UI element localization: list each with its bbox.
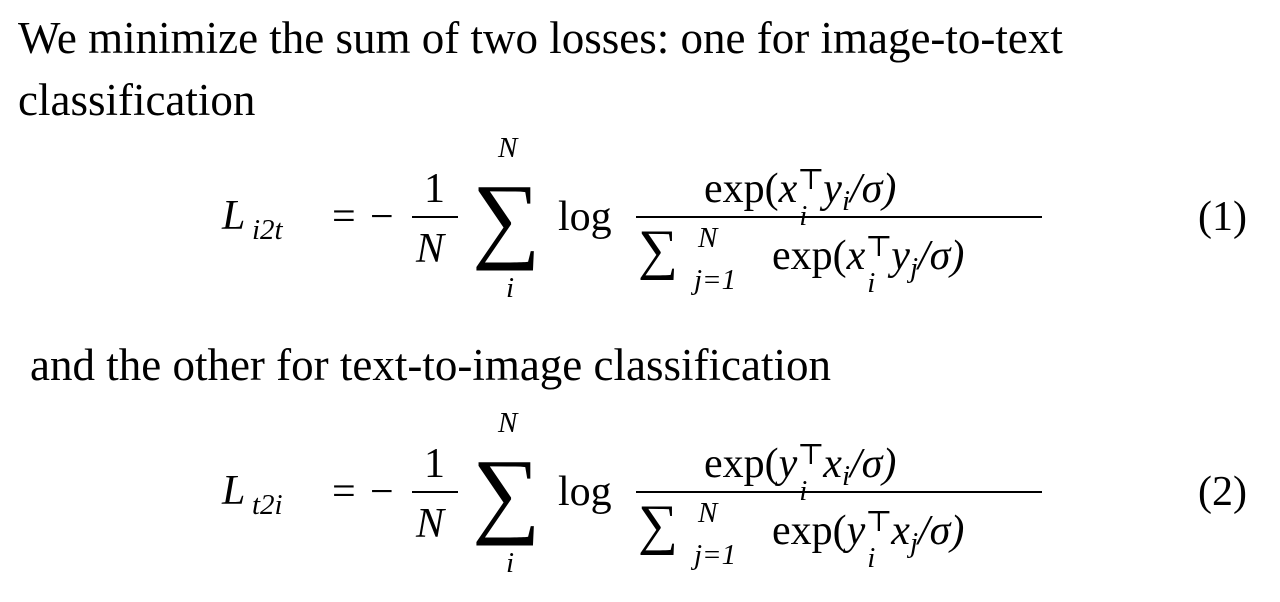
var-b: x	[891, 508, 910, 554]
exp-close: /σ)	[918, 508, 965, 554]
sum-lower-index: i	[506, 272, 515, 304]
lhs-subscript: t2i	[252, 489, 283, 521]
var-a: x	[846, 233, 866, 279]
equation-number: (1)	[1198, 194, 1247, 240]
transpose-sup: ⊤	[797, 439, 825, 471]
paragraph-line-1: We minimize the sum of two losses: one f…	[18, 13, 1063, 63]
denominator-sum-upper: N	[698, 222, 718, 254]
paragraph-line-3: and the other for text-to-image classifi…	[30, 340, 831, 390]
minus-sign: −	[370, 194, 394, 240]
denominator-sum-symbol: ∑	[638, 219, 678, 281]
main-fraction-bar	[636, 216, 1042, 218]
denominator-sum-upper: N	[698, 497, 718, 529]
log-operator: log	[558, 194, 612, 240]
sub-b: i	[841, 460, 851, 492]
summation-symbol: ∑	[472, 164, 541, 271]
main-fraction-bar	[636, 491, 1042, 493]
sum-upper-limit: N	[498, 407, 518, 439]
exp-close: /σ)	[850, 166, 897, 212]
sum-lower-index: i	[506, 547, 515, 579]
fraction-numerator: 1	[424, 166, 445, 212]
exp-open: exp(	[772, 508, 847, 554]
var-b: x	[823, 441, 842, 487]
var-a: x	[778, 166, 798, 212]
var-b: y	[823, 166, 842, 212]
denominator-sum-lower: j=1	[694, 264, 737, 296]
paragraph-line-2: classification	[18, 75, 256, 125]
transpose-sup: ⊤	[865, 506, 893, 538]
lhs-symbol: L	[222, 193, 246, 239]
equals-sign: =	[332, 194, 356, 240]
exp-open: exp(	[704, 166, 779, 212]
equals-sign: =	[332, 469, 356, 515]
exp-close: /σ)	[918, 233, 965, 279]
var-b: y	[891, 233, 910, 279]
sub-b: j	[909, 527, 919, 559]
sum-upper-limit: N	[498, 132, 518, 164]
transpose-sup: ⊤	[865, 231, 893, 263]
sub-a: i	[867, 542, 876, 574]
fraction-denominator: N	[416, 226, 445, 272]
fraction-denominator: N	[416, 501, 445, 547]
minus-sign: −	[370, 469, 394, 515]
denominator-sum-lower: j=1	[694, 539, 737, 571]
sub-a: i	[867, 267, 876, 299]
equation-number: (2)	[1198, 469, 1247, 515]
lhs-symbol: L	[222, 468, 246, 514]
summation-symbol: ∑	[472, 439, 541, 546]
exp-open: exp(	[704, 441, 779, 487]
fraction-bar	[412, 216, 458, 218]
log-operator: log	[558, 469, 612, 515]
transpose-sup: ⊤	[797, 164, 825, 196]
sub-b: j	[909, 252, 919, 284]
lhs-subscript: i2t	[252, 214, 283, 246]
numerator-expression: exp(x⊤iyi/σ)	[704, 164, 897, 231]
fraction-numerator: 1	[424, 441, 445, 487]
sub-b: i	[841, 185, 851, 217]
var-a: y	[778, 441, 798, 487]
exp-close: /σ)	[850, 441, 897, 487]
fraction-bar	[412, 491, 458, 493]
numerator-expression: exp(y⊤ixi/σ)	[704, 439, 897, 506]
exp-open: exp(	[772, 233, 847, 279]
denominator-sum-symbol: ∑	[638, 494, 678, 556]
var-a: y	[846, 508, 866, 554]
